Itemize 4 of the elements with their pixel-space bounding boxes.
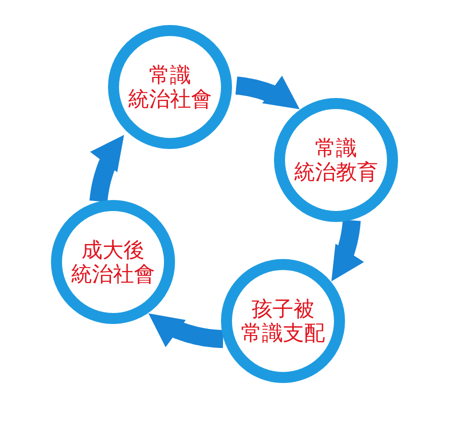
node-text: 孩子被常識支配 [241, 296, 325, 346]
node-text: 成大後統治社會 [71, 238, 155, 286]
node-text: 常識統治教育 [294, 136, 378, 184]
node-text: 常識統治社會 [128, 62, 212, 112]
